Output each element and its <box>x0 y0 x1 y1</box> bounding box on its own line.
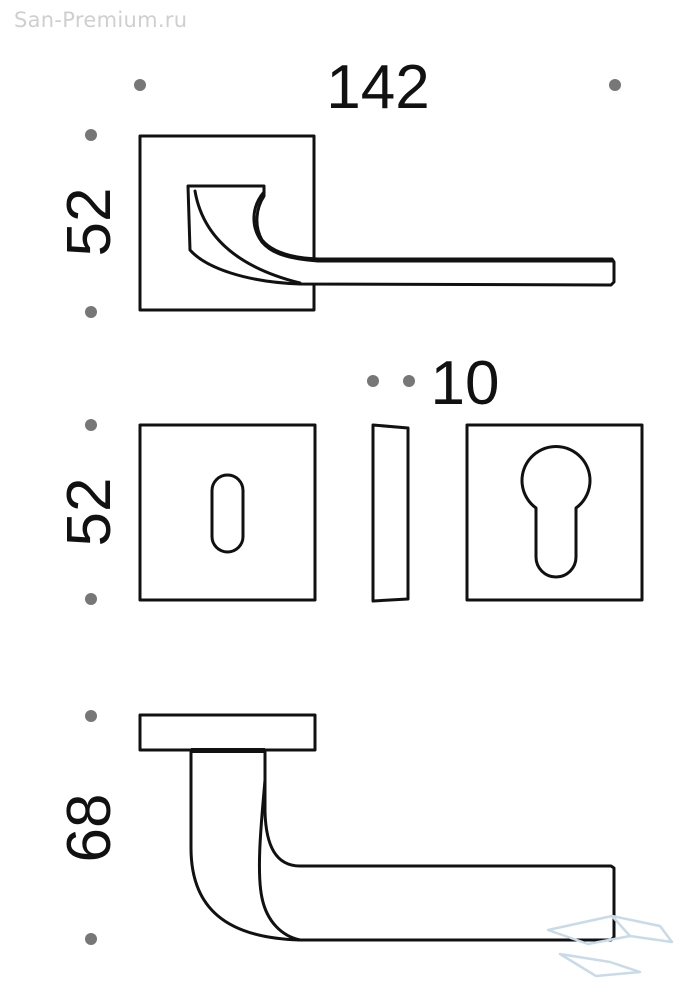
dimension-label-thickness: 10 <box>431 349 500 418</box>
dimension-dot-142-left <box>134 79 146 91</box>
dimension-dot-68-bottom <box>85 933 97 945</box>
rose-profile <box>138 713 317 752</box>
euro-cylinder-hole <box>520 445 592 579</box>
dimension-dots <box>85 79 621 945</box>
key-escutcheon <box>138 423 317 602</box>
dimension-dot-10-left <box>367 375 379 387</box>
dimension-dot-10-right <box>403 375 415 387</box>
dimension-dot-68-top <box>85 710 97 722</box>
side-view <box>138 713 616 942</box>
square-rose <box>138 134 316 312</box>
key-escutcheon-plate <box>138 423 317 602</box>
dimension-dot-52-bottom <box>85 306 97 318</box>
euro-cylinder-escutcheon <box>465 423 644 602</box>
euro-escutcheon-plate <box>465 423 644 602</box>
keyhole <box>210 473 245 554</box>
dimension-label-rose-height: 52 <box>55 188 124 257</box>
middle-view <box>138 423 644 603</box>
watermark-text: San-Premium.ru <box>14 8 188 32</box>
dimension-label-projection: 68 <box>55 794 124 863</box>
dimension-dot-142-right <box>609 79 621 91</box>
escutcheon-profile <box>371 423 410 603</box>
front-view <box>138 134 616 312</box>
lever-neck-band <box>191 748 265 753</box>
dimension-dot-52-top <box>85 129 97 141</box>
dimension-label-width: 142 <box>326 53 429 122</box>
dimension-label-escutcheon-height: 52 <box>55 478 124 547</box>
lever-side-profile <box>189 748 616 942</box>
dimension-dot-52b-bottom <box>85 593 97 605</box>
watermark-logo-icon <box>546 914 674 978</box>
dimension-dot-52b-top <box>85 419 97 431</box>
lever-handle <box>186 184 616 287</box>
